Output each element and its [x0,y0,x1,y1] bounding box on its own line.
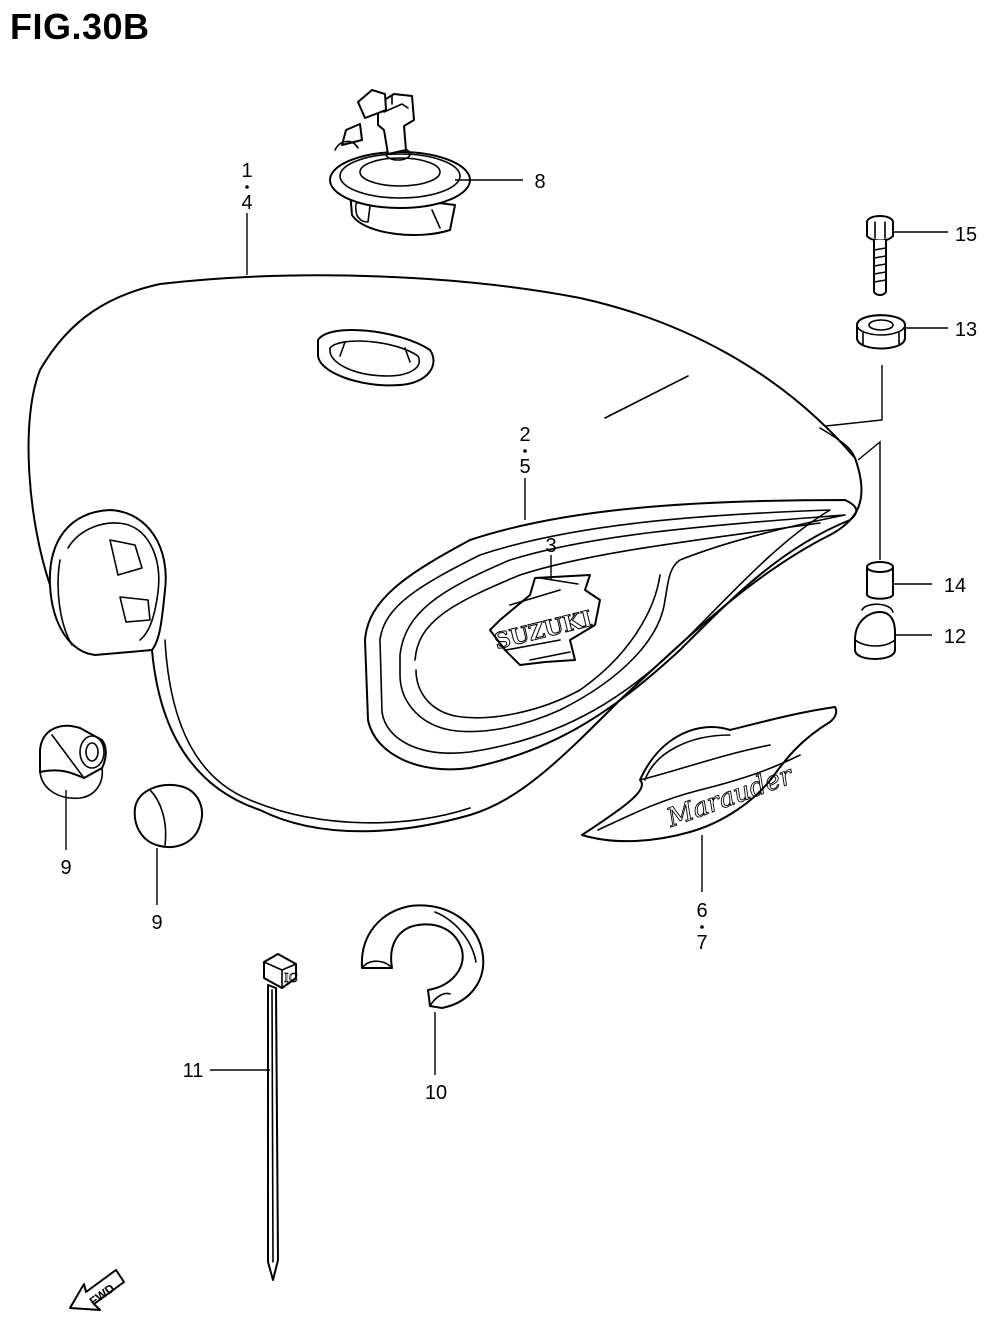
tank-logo-emblem: SUZUKI [489,574,601,666]
forward-direction-arrow: FWD [69,1269,125,1311]
callout-2: 2 [519,424,530,446]
callout-12: 12 [944,626,966,648]
callout-dot [523,449,527,453]
spacer-14 [866,561,894,600]
leader-lines [65,179,948,1075]
callout-4: 4 [241,192,252,214]
callout-5: 5 [519,456,530,478]
callout-6: 6 [696,900,707,922]
cushion-10 [360,904,485,1009]
cable-tie-tag-text: IC [284,971,298,985]
callout-dot [245,185,249,189]
callout-9-a: 9 [60,857,71,879]
callout-15: 15 [955,224,977,246]
cushion-12 [854,603,896,660]
callout-9-b: 9 [151,912,162,934]
cable-tie-11: IC [263,953,298,1281]
callout-14: 14 [944,575,966,597]
washer-13 [856,314,906,350]
callout-11: 11 [183,1060,204,1082]
callout-dot [700,925,704,929]
fuel-cap [329,89,471,236]
side-emblem-marauder: Marauder [581,706,838,843]
figure-title: FIG.30B [10,6,150,47]
callout-7: 7 [696,932,707,954]
callout-1: 1 [241,160,252,182]
callout-10: 10 [425,1082,447,1104]
grommet-9-b [133,784,203,848]
callout-13: 13 [955,319,977,341]
callout-labels: 1 4 2 5 3 8 15 13 14 12 6 7 9 9 10 11 [60,160,977,1104]
bolt-15 [866,215,894,296]
callout-8: 8 [534,171,545,193]
callout-3: 3 [545,535,556,557]
grommet-9-a [39,724,107,799]
